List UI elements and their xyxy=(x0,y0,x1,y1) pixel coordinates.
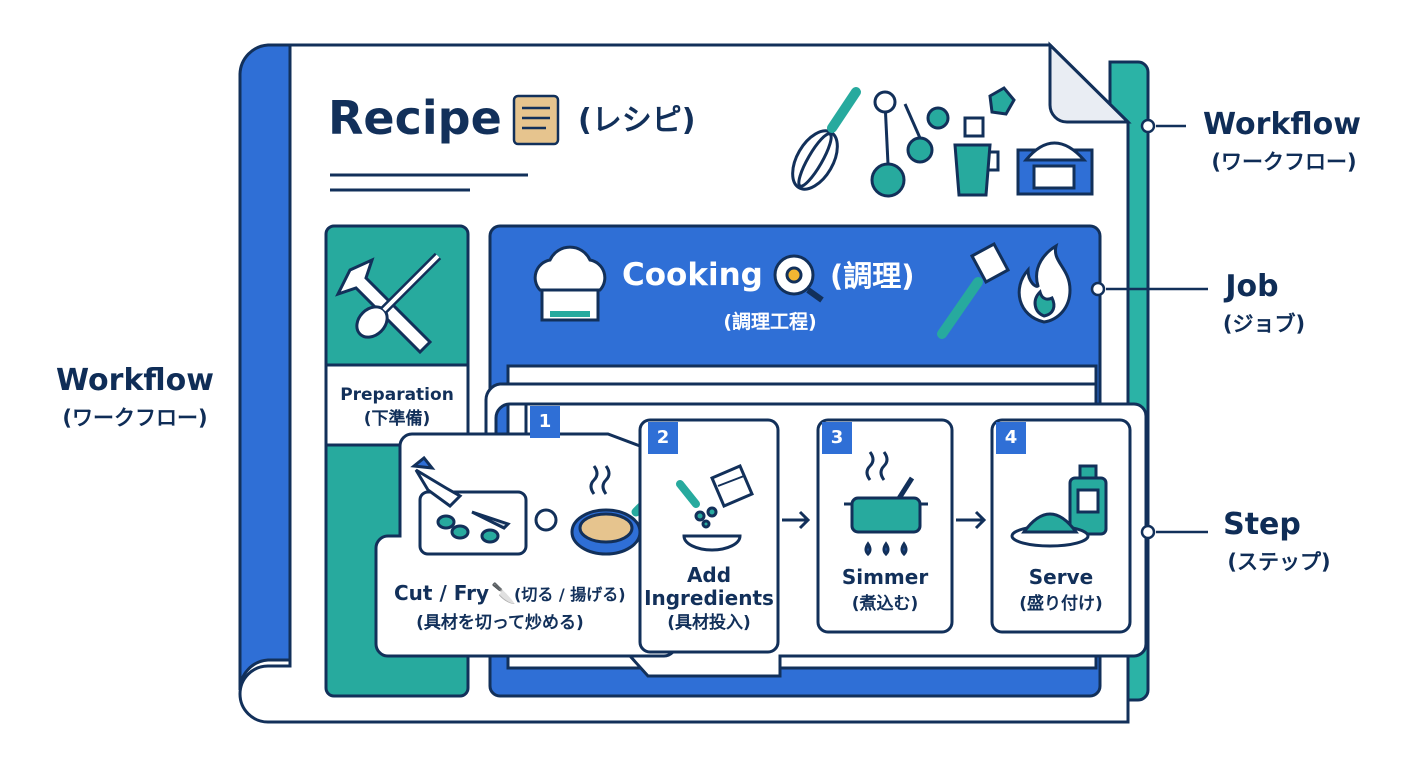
step-2-title: Add xyxy=(686,563,732,587)
knife-board-icon xyxy=(410,455,558,556)
page-fold xyxy=(1048,41,1132,124)
callout-connector-step xyxy=(1140,524,1208,540)
recipe-title-suffix: (レシピ) xyxy=(578,103,696,138)
callout-step-subtitle: (ステップ) xyxy=(1227,550,1331,574)
sugar-icon xyxy=(1016,141,1094,196)
callout-job-title: Job xyxy=(1225,269,1279,304)
step-1-knife-icon: 🔪 xyxy=(491,581,516,605)
callout-workflow-left-title: Workflow xyxy=(56,363,214,398)
measuring-cup-icon xyxy=(953,86,1016,197)
recipe-title: Recipe xyxy=(328,91,502,145)
step-2-number: 2 xyxy=(648,422,678,454)
plate-bottle-icon xyxy=(1010,464,1108,548)
job-subtitle: (調理工程) xyxy=(723,311,817,333)
callout-connector-workflow xyxy=(1140,118,1186,134)
job-title-suffix: (調理) xyxy=(830,259,915,293)
step-2-subtitle: (具材投入) xyxy=(667,613,751,633)
whisk-icon xyxy=(791,87,861,191)
flame-icon xyxy=(1017,242,1072,324)
step-3-number: 3 xyxy=(822,422,852,454)
preparation-subtitle: (下準備) xyxy=(363,409,431,429)
step-1-title: Cut / Fry xyxy=(394,581,489,605)
arrow-3-4 xyxy=(956,510,987,530)
step-2-title-line2: Ingredients xyxy=(644,586,774,610)
arrow-2-3 xyxy=(782,510,811,530)
callout-workflow-right-title: Workflow xyxy=(1203,107,1361,142)
spatula-icon xyxy=(937,241,1011,339)
step-4-subtitle: (盛り付け) xyxy=(1019,594,1103,614)
step-1-number: 1 xyxy=(530,406,560,438)
step-4-number: 4 xyxy=(996,422,1026,454)
step-1-subtitle: (具材を切って炒める) xyxy=(416,613,584,633)
frying-pan-egg-icon xyxy=(773,254,824,303)
measuring-spoons-icon xyxy=(870,90,950,198)
callout-step-title: Step xyxy=(1223,507,1301,542)
step-3-subtitle: (煮込む) xyxy=(851,594,919,614)
chef-hat-icon xyxy=(533,245,607,322)
step-stack-back xyxy=(484,382,1098,642)
preparation-label-box xyxy=(324,363,470,447)
wrench-spoon-icon xyxy=(335,252,442,355)
callout-job-subtitle: (ジョブ) xyxy=(1222,312,1306,336)
preparation-title: Preparation xyxy=(340,385,454,405)
pot-icon xyxy=(844,451,928,557)
callout-workflow-right-subtitle: (ワークフロー) xyxy=(1211,150,1357,174)
add-ingredients-icon xyxy=(676,464,754,552)
step-4-title: Serve xyxy=(1028,565,1094,589)
scroll-icon xyxy=(512,94,560,146)
step-3-title: Simmer xyxy=(841,565,929,589)
callout-connector-job xyxy=(1090,281,1208,297)
job-title: Cooking xyxy=(622,257,763,293)
callout-workflow-left-subtitle: (ワークフロー) xyxy=(62,406,208,430)
step-1-title-suffix: (切る / 揚げる) xyxy=(514,585,626,604)
